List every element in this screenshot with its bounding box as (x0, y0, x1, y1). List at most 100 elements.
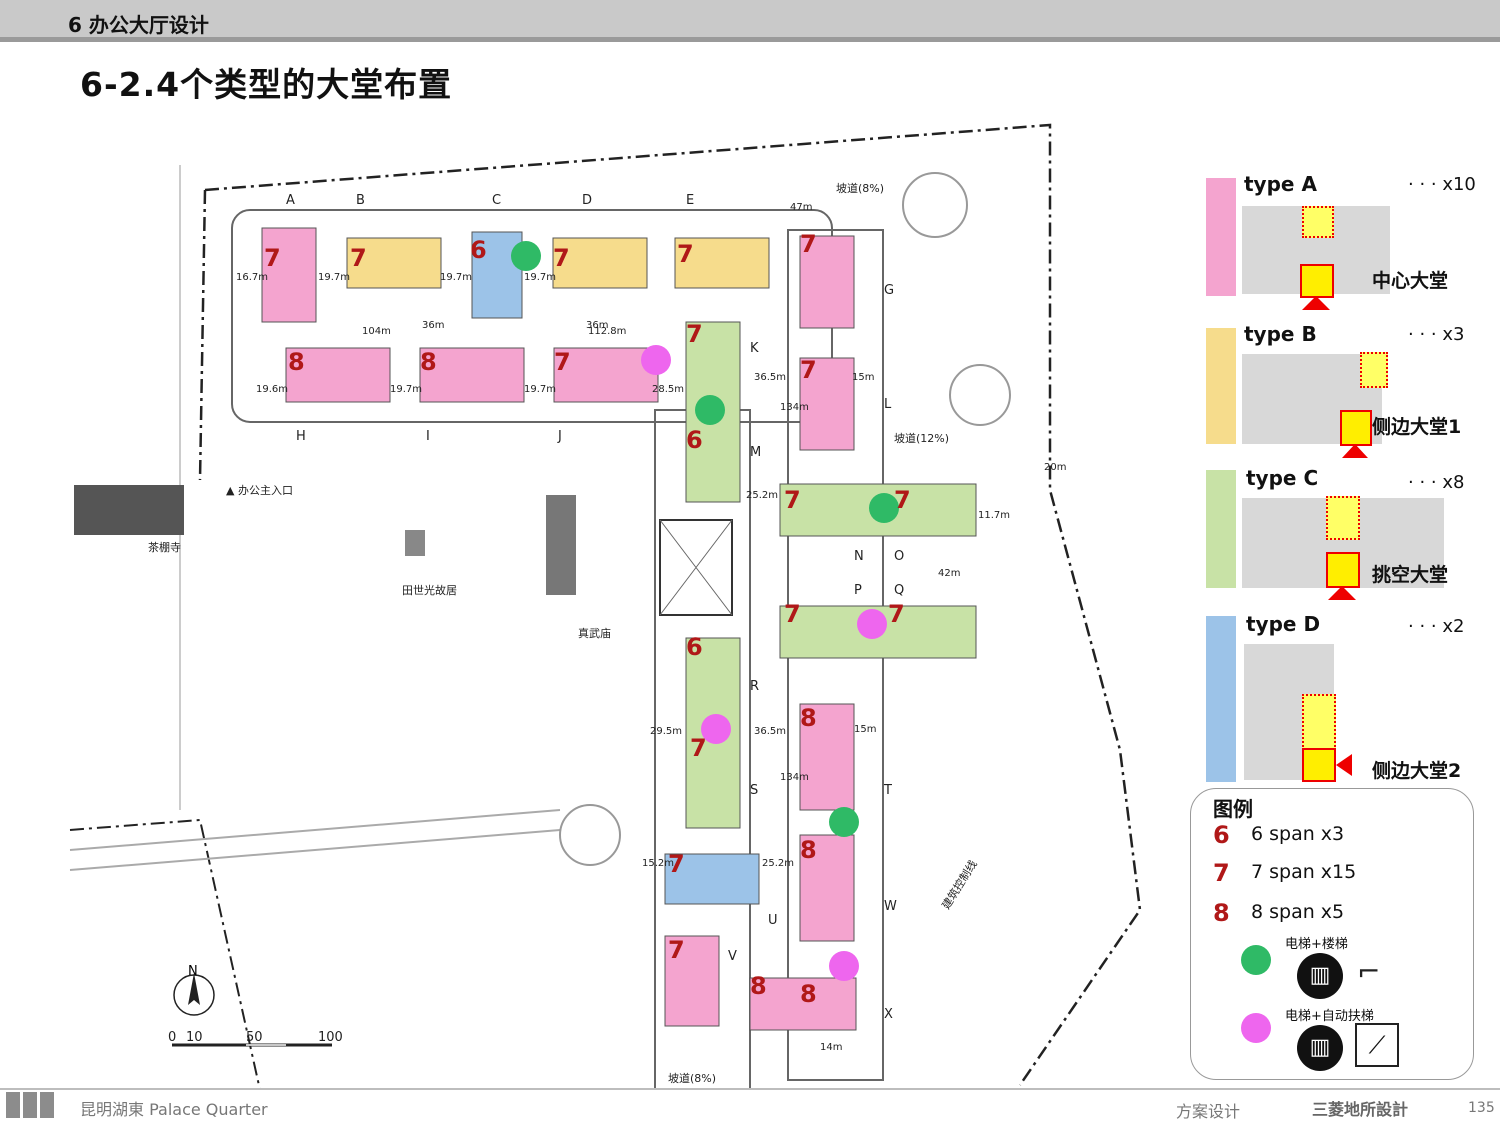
column-label: Q (894, 583, 904, 598)
footer-bars (6, 1092, 57, 1122)
block-a6 (799, 357, 855, 451)
type-a-label: type A (1244, 172, 1317, 196)
span-number: 7 (686, 320, 703, 348)
span-number: 6 (470, 236, 487, 264)
dimension-label: 25.2m (762, 858, 794, 869)
control-line-label: 建筑控制线 (939, 858, 980, 912)
span-number: 7 (554, 348, 571, 376)
span-number: 7 (800, 230, 817, 258)
span-number: 7 (350, 244, 367, 272)
type-a-lobby (1300, 264, 1334, 298)
scale-tick: 50 (246, 1030, 263, 1045)
dimension-label: 15m (852, 372, 874, 383)
type-b-swatch (1206, 328, 1236, 444)
dimension-label: 104m (362, 326, 391, 337)
road-south (69, 809, 561, 851)
dimension-label: 134m (780, 772, 809, 783)
type-c-lobby (1326, 552, 1360, 588)
type-d-swatch (1206, 616, 1236, 782)
span-number: 7 (888, 600, 905, 628)
type-b-count: · · · x3 (1408, 324, 1465, 345)
block-d2 (664, 853, 760, 905)
column-label: H (296, 429, 306, 444)
type-a-lobby-label: 中心大堂 (1372, 270, 1449, 292)
type-d-lobby-label: 侧边大堂2 (1372, 760, 1462, 782)
header-bar: 6 办公大厅设计 (0, 0, 1500, 42)
block-b1 (346, 237, 442, 289)
dimension-label: 29.5m (650, 726, 682, 737)
page-title: 6-2.4个类型的大堂布置 (80, 65, 453, 104)
column-labels: A B C D E G K L M N O P Q R S T U V W X … (286, 193, 904, 1022)
road-south-2 (69, 829, 561, 871)
column-label: U (768, 913, 778, 928)
legend-text-6: 6 span x3 (1251, 823, 1345, 845)
type-c-count: · · · x8 (1408, 472, 1465, 493)
page-number: 135 (1468, 1100, 1495, 1116)
column-label: P (854, 583, 862, 598)
column-label: B (356, 193, 365, 208)
block-a3 (419, 347, 525, 403)
zhenwu-temple-label: 真武庙 (578, 626, 611, 640)
dimension-label: 112.8m (588, 326, 626, 337)
dimension-label: 15.2m (642, 858, 674, 869)
span-number: 7 (800, 356, 817, 384)
span-number: 7 (677, 240, 694, 268)
type-a-blocks (261, 227, 857, 1031)
scale-bar: 0 10 50 100 (168, 1030, 343, 1047)
column-label: M (750, 445, 761, 460)
block-b3 (674, 237, 770, 289)
legend-num-6: 6 (1213, 821, 1230, 849)
column-label: I (426, 429, 430, 444)
type-b-lobby (1340, 410, 1372, 446)
escalator-marker (857, 609, 887, 639)
roundabout-south (559, 804, 621, 866)
type-c-entry-arrow (1328, 586, 1356, 600)
elevator-icon-2: ▥ (1297, 1025, 1343, 1071)
dimension-label: 19.7m (524, 272, 556, 283)
ramp-bottom-label: 坡道(8%) (668, 1071, 716, 1085)
span-numbers: 7 7 6 7 7 7 8 8 7 7 6 7 7 7 6 7 7 7 8 8 … (264, 230, 911, 1008)
span-number: 7 (668, 936, 685, 964)
atrium-cross (659, 519, 733, 616)
lift-stair-label: 电梯+楼梯 (1285, 937, 1348, 952)
type-d-entry-arrow (1336, 754, 1352, 776)
span-number: 6 (686, 426, 703, 454)
block-a4 (553, 347, 659, 403)
column-label: O (894, 549, 904, 564)
escalator-marker (641, 345, 671, 375)
type-d-label: type D (1246, 612, 1321, 636)
lift-markers (511, 241, 899, 837)
dimension-label: 19.7m (524, 384, 556, 395)
ramp-top-label: 坡道(8%) (836, 181, 884, 195)
ramp-mid-label: 坡道(12%) (894, 431, 949, 445)
stairs-icon: ⌐ (1357, 955, 1381, 988)
tea-temple-block (74, 485, 184, 535)
office-entrance-label: ▲ 办公主入口 (226, 484, 293, 497)
block-a10 (749, 977, 857, 1031)
block-b2 (552, 237, 648, 289)
column-label: K (750, 341, 759, 356)
dimension-label: 20m (1044, 462, 1066, 473)
escalator-marker (701, 714, 731, 744)
lift-marker (695, 395, 725, 425)
site-boundary-south (69, 818, 261, 1090)
span-number: 8 (800, 836, 817, 864)
span-number: 7 (553, 244, 570, 272)
dimension-label: 134m (780, 402, 809, 413)
dimension-label: 36.5m (754, 372, 786, 383)
type-b-lobby-label: 侧边大堂1 (1372, 416, 1462, 438)
legend-num-8: 8 (1213, 899, 1230, 927)
scale-tick: 0 (168, 1030, 176, 1045)
lift-marker (511, 241, 541, 271)
column-label: W (884, 899, 897, 914)
type-panel: type A · · · x10 中心大堂 type B · · · x3 侧边… (1190, 160, 1490, 800)
north-arrow: N (173, 964, 215, 1016)
dimension-label: 19.7m (318, 272, 350, 283)
lift-escalator-label: 电梯+自动扶梯 (1285, 1009, 1374, 1024)
escalator-icon: ⟋ (1355, 1023, 1399, 1067)
dimension-label: 16.7m (236, 272, 268, 283)
dimension-label: 36.5m (754, 726, 786, 737)
span-number: 8 (800, 980, 817, 1008)
dimension-label: 36m (586, 320, 608, 331)
span-number: 8 (288, 348, 305, 376)
